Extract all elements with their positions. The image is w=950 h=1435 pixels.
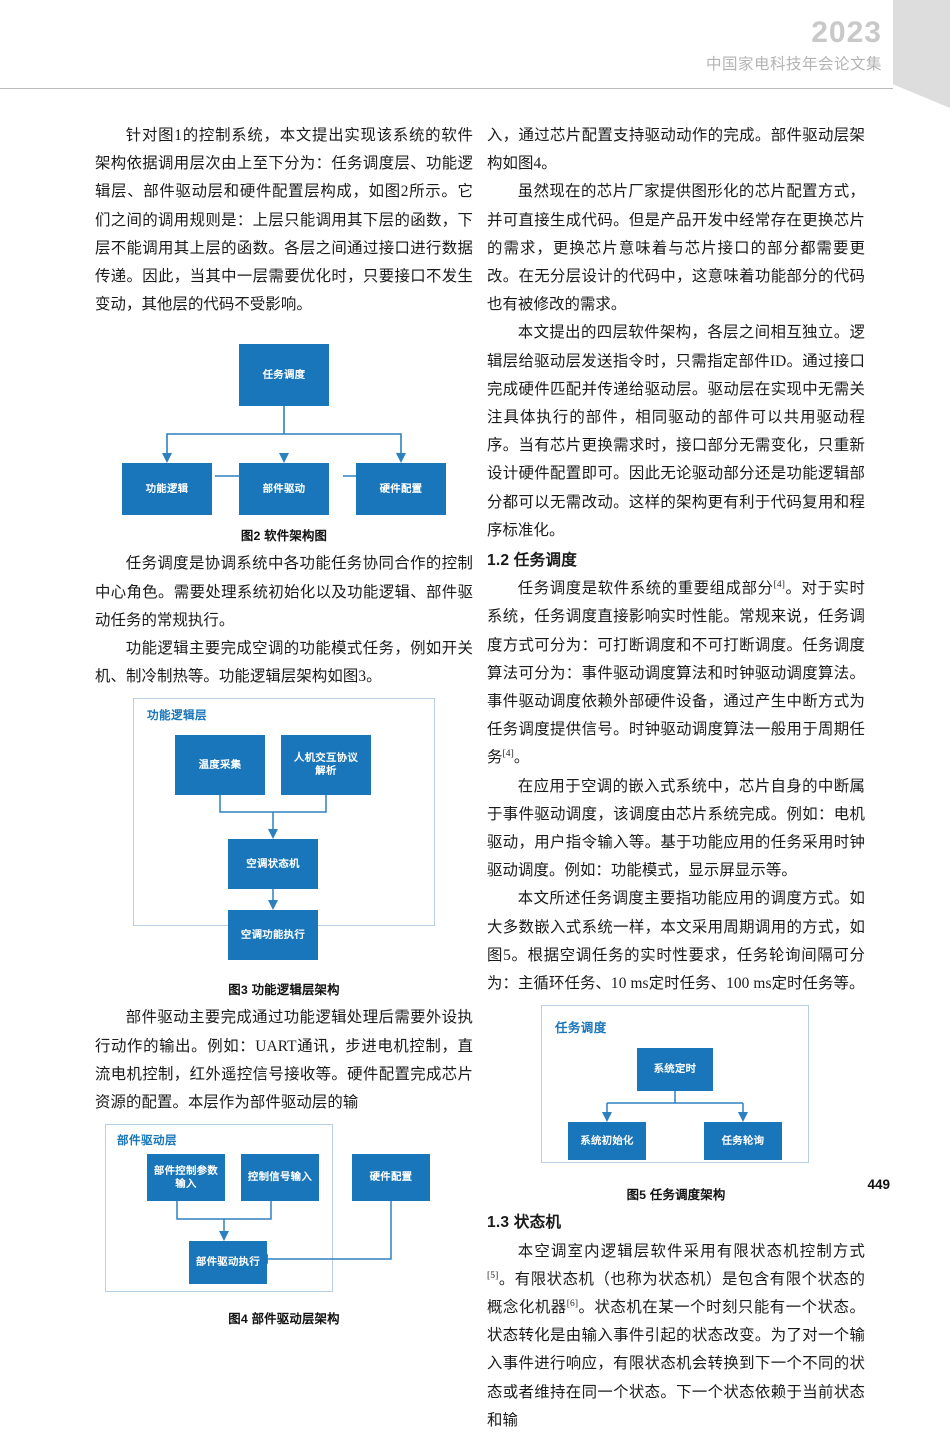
right-column: 入，通过芯片配置支持驱动动作的完成。部件驱动层架构如图4。 虽然现在的芯片厂家提… <box>487 122 865 1435</box>
citation-ref: [6] <box>566 1298 579 1309</box>
node-label: 硬件配置 <box>369 1172 413 1184</box>
paragraph: 任务调度是软件系统的重要组成部分[4]。对于实时系统，任务调度直接影响实时性能。… <box>487 575 865 772</box>
paragraph: 部件驱动主要完成通过功能逻辑处理后需要外设执行动作的输出。例如：UART通讯，步… <box>95 1009 473 1112</box>
node-hardware-config: 硬件配置 <box>352 1154 430 1202</box>
figure-3: 功能逻辑层 温度采集 人机交互协议 解析 空调状态机 <box>95 698 473 998</box>
figure-5-diagram: 任务调度 系统定时 系统初始化 任务轮询 <box>487 1005 865 1177</box>
node-label: 部件控制参数 输入 <box>153 1165 219 1190</box>
node-hmi-protocol-parse: 人机交互协议 解析 <box>281 735 371 796</box>
node-label: 系统定时 <box>653 1064 697 1076</box>
figure-5: 任务调度 系统定时 系统初始化 任务轮询 <box>487 1005 865 1203</box>
paragraph: 任务调度是协调系统中各功能任务协同合作的控制中心角色。需要处理系统初始化以及功能… <box>95 555 473 629</box>
citation-ref: [4] <box>502 749 514 760</box>
node-task-polling: 任务轮询 <box>704 1122 782 1161</box>
paragraph: 本文所述任务调度主要指功能应用的调度方式。如大多数嵌入式系统一样，本文采用周期调… <box>487 890 865 993</box>
figure-2-caption: 图2 软件架构图 <box>240 529 328 544</box>
node-label: 部件驱动执行 <box>195 1257 261 1269</box>
paragraph: 针对图1的控制系统，本文提出实现该系统的软件架构依据调用层次由上至下分为：任务调… <box>95 127 473 314</box>
figure-2: 任务调度 功能逻辑 部件驱动 硬件配置 图2 软件架构图 <box>95 326 473 544</box>
figure-5-group-box <box>541 1005 809 1164</box>
node-function-logic: 功能逻辑 <box>122 463 212 516</box>
figure-5-group-label: 任务调度 <box>555 1021 607 1036</box>
node-ac-state-machine: 空调状态机 <box>228 839 318 890</box>
figure-4: 部件驱动层 部件控制参数 输入 控制信号输入 硬件配置 <box>95 1124 473 1327</box>
figure-4-connectors <box>176 1201 392 1265</box>
header-text-block: 2023 中国家电科技年会论文集 <box>706 18 882 73</box>
node-temperature-sampling: 温度采集 <box>175 735 265 796</box>
header-corner-decoration <box>893 0 950 108</box>
node-task-scheduling: 任务调度 <box>239 344 329 407</box>
figure-4-group-label: 部件驱动层 <box>117 1134 177 1148</box>
figure-5-connectors <box>602 1091 748 1123</box>
paragraph-text: 。对于实时系统，任务调度直接影响实时性能。常规来说，任务调度方式可分为：可打断调… <box>487 580 865 767</box>
node-ac-function-exec: 空调功能执行 <box>228 910 318 961</box>
section-heading-1-3: 1.3 状态机 <box>487 1214 562 1232</box>
figure-2-diagram: 任务调度 功能逻辑 部件驱动 硬件配置 <box>95 326 473 516</box>
paragraph-text: 。状态机在某一个时刻只能有一个状态。状态转化是由输入事件引起的状态改变。为了对一… <box>487 1298 865 1429</box>
node-control-signal-input: 控制信号输入 <box>241 1154 319 1202</box>
citation-ref: [5] <box>487 1270 499 1281</box>
node-label: 温度采集 <box>198 759 242 771</box>
paragraph: 功能逻辑主要完成空调的功能模式任务，例如开关机、制冷制热等。功能逻辑层架构如图3… <box>95 640 473 686</box>
node-label: 人机交互协议 解析 <box>293 753 359 778</box>
paragraph-text: 。 <box>513 749 530 767</box>
node-label: 任务轮询 <box>721 1135 765 1147</box>
header-year: 2023 <box>811 16 882 49</box>
header-title: 中国家电科技年会论文集 <box>705 56 882 73</box>
figure-4-diagram: 部件驱动层 部件控制参数 输入 控制信号输入 硬件配置 <box>95 1124 473 1304</box>
figure-3-connectors <box>219 795 327 911</box>
figure-3-diagram: 功能逻辑层 温度采集 人机交互协议 解析 空调状态机 <box>95 698 473 961</box>
paragraph: 在应用于空调的嵌入式系统中，芯片自身的中断属于事件驱动调度，该调度由芯片系统完成… <box>487 777 865 880</box>
figure-5-caption: 图5 任务调度架构 <box>626 1188 726 1203</box>
node-label: 空调状态机 <box>246 858 300 870</box>
paragraph: 本文提出的四层软件架构，各层之间相互独立。逻辑层给驱动层发送指令时，只需指定部件… <box>487 324 865 539</box>
node-label: 功能逻辑 <box>145 483 189 495</box>
paragraph: 虽然现在的芯片厂家提供图形化的芯片配置方式，并可直接生成代码。但是产品开发中经常… <box>487 183 865 314</box>
node-component-driver-exec: 部件驱动执行 <box>189 1241 267 1285</box>
paragraph-text: 本空调室内逻辑层软件采用有限状态机控制方式 <box>517 1242 865 1260</box>
node-label: 部件驱动 <box>262 483 306 495</box>
left-column: 针对图1的控制系统，本文提出实现该系统的软件架构依据调用层次由上至下分为：任务调… <box>95 122 473 1333</box>
section-heading-1-2: 1.2 任务调度 <box>487 552 577 570</box>
citation-ref: [4] <box>773 580 786 591</box>
node-label: 系统初始化 <box>580 1135 634 1147</box>
node-component-driver: 部件驱动 <box>239 463 329 516</box>
node-label: 硬件配置 <box>379 483 423 495</box>
paragraph: 入，通过芯片配置支持驱动动作的完成。部件驱动层架构如图4。 <box>487 127 865 173</box>
node-label: 控制信号输入 <box>247 1172 313 1184</box>
figure-3-caption: 图3 功能逻辑层架构 <box>228 983 340 998</box>
paragraph-text: 任务调度是软件系统的重要组成部分 <box>517 580 774 598</box>
node-component-control-params-input: 部件控制参数 输入 <box>147 1154 225 1202</box>
node-hardware-config: 硬件配置 <box>356 463 446 516</box>
paragraph: 本空调室内逻辑层软件采用有限状态机控制方式[5]。有限状态机（也称为状态机）是包… <box>487 1238 865 1435</box>
figure-3-group-label: 功能逻辑层 <box>147 709 207 723</box>
node-system-timer: 系统定时 <box>637 1048 713 1092</box>
page-header: 2023 中国家电科技年会论文集 <box>0 0 950 108</box>
page-number: 449 <box>867 1177 890 1192</box>
header-divider <box>0 88 893 89</box>
node-label: 空调功能执行 <box>240 929 306 941</box>
figure-4-caption: 图4 部件驱动层架构 <box>228 1312 340 1327</box>
node-system-init: 系统初始化 <box>568 1122 646 1161</box>
node-label: 任务调度 <box>262 369 306 381</box>
